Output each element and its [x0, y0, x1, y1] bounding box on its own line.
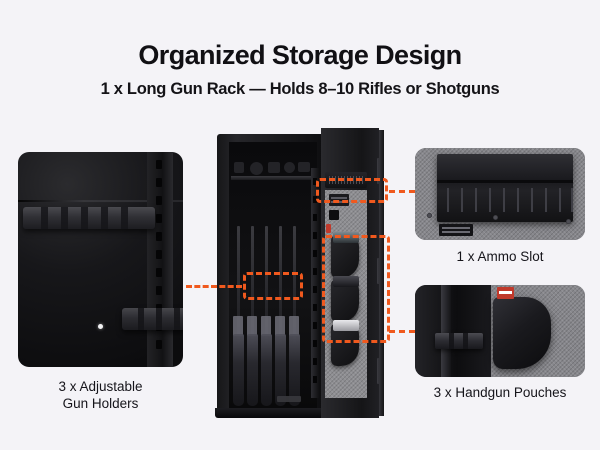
handgun-pouch	[331, 276, 359, 322]
adjustment-rail	[147, 152, 173, 367]
door-strip	[441, 285, 451, 377]
panel-image-gun-holders	[18, 152, 183, 367]
brand-logo	[497, 287, 514, 299]
door-frame	[415, 285, 491, 377]
screw	[427, 213, 432, 218]
safe-door	[321, 128, 379, 418]
handgun-pouch	[331, 320, 359, 366]
brand-tag	[326, 224, 331, 233]
caption-gun-holders: 3 x Adjustable Gun Holders	[8, 378, 193, 412]
connector-line-handgun-pouches	[389, 330, 415, 333]
screw	[493, 215, 498, 220]
panel-image-handgun-pouches	[415, 285, 585, 377]
connector-line-ammo-slot	[389, 190, 415, 193]
spec-label	[439, 224, 473, 236]
safe-base	[215, 408, 327, 418]
safe-brand-plate	[277, 396, 301, 402]
page-title: Organized Storage Design	[138, 40, 462, 70]
tray-lip	[437, 180, 573, 183]
gun-safe-illustration	[215, 128, 385, 418]
ammo-tray	[437, 154, 573, 222]
door-accessory	[329, 210, 339, 220]
interior-rail	[311, 168, 319, 398]
caption-line-1: 3 x Adjustable	[58, 379, 143, 394]
gun-holder-bracket-lower	[122, 308, 183, 330]
panel-seam	[18, 200, 183, 202]
panel-image-ammo-slot	[415, 148, 585, 240]
highlight-box-long-gun-rack	[243, 272, 303, 300]
caption-line-2: Gun Holders	[62, 396, 139, 411]
highlight-box-ammo-slot	[316, 178, 388, 203]
safe-shelf	[231, 176, 315, 180]
highlight-dot	[98, 324, 103, 329]
shelf-items	[234, 160, 312, 176]
connector-line-gun-holders	[186, 285, 242, 288]
screw	[566, 219, 571, 224]
gun-holder-bracket	[23, 207, 155, 229]
caption-handgun-pouches: 3 x Handgun Pouches	[433, 385, 567, 400]
page-subtitle: 1 x Long Gun Rack — Holds 8–10 Rifles or…	[100, 80, 500, 98]
highlight-box-handgun-pouches	[322, 235, 390, 343]
caption-ammo-slot: 1 x Ammo Slot	[456, 249, 544, 264]
handgun-pouch	[493, 297, 551, 369]
pouch-bracket	[435, 333, 483, 349]
door-edge	[379, 130, 384, 416]
